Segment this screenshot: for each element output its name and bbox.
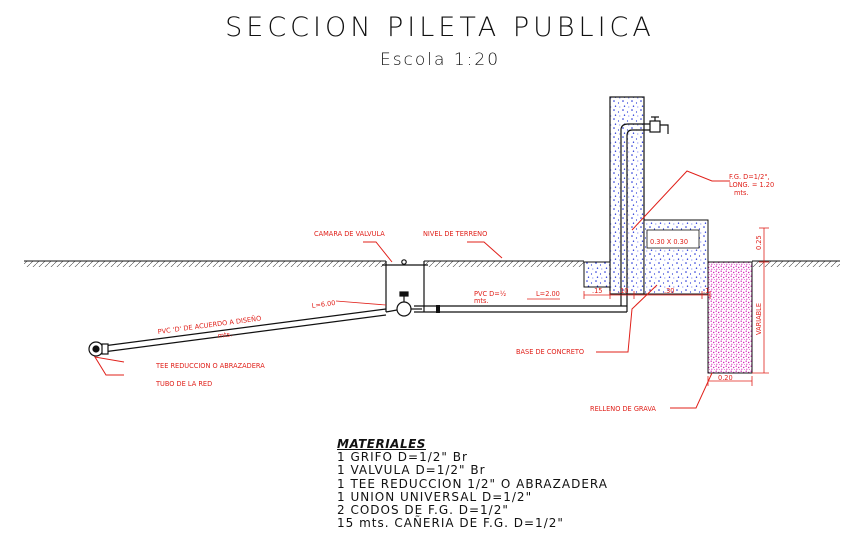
label-dim-15: .15: [592, 287, 603, 295]
label-pvc-d: PVC D=½: [474, 290, 506, 298]
label-l600: L=6.00: [311, 299, 336, 310]
faucet-icon: [649, 116, 669, 134]
tee-icon: [88, 341, 109, 357]
gravel-fill: [707, 261, 753, 374]
ground-level: [24, 260, 840, 267]
dimension-lines: [335, 227, 769, 386]
label-l200: L=2.00: [536, 290, 560, 298]
label-dim-1: .1: [703, 287, 709, 295]
label-relleno-grava: RELLENO DE GRAVA: [590, 405, 656, 413]
label-variable: VARIABLE: [755, 303, 763, 335]
pipe-network: [102, 123, 652, 353]
elbow-fitting: [436, 305, 440, 313]
label-dim-30: .30: [664, 287, 675, 295]
material-item: 1 GRIFO D=1/2" Br: [337, 450, 468, 465]
label-fg-2: LONG. = 1.20: [729, 181, 774, 189]
label-tee: TEE REDUCCION O ABRAZADERA: [155, 362, 265, 370]
drawing-scale: Escola 1:20: [380, 50, 500, 70]
label-fg-1: F.G. D=1/2",: [729, 173, 769, 181]
label-camara-valvula: CAMARA DE VALVULA: [314, 230, 385, 238]
material-item: 1 TEE REDUCCION 1/2" O ABRAZADERA: [337, 476, 608, 491]
label-base-concreto: BASE DE CONCRETO: [516, 348, 584, 356]
material-item: 1 VALVULA D=1/2" Br: [337, 463, 486, 478]
label-dim-10: .10: [618, 287, 629, 295]
material-item: 15 mts. CAÑERIA DE F.G. D=1/2": [337, 516, 564, 531]
label-tubo: TUBO DE LA RED: [155, 380, 212, 388]
label-dim-025: 0.25: [755, 235, 763, 250]
material-item: 2 CODOS DE F.G. D=1/2": [337, 503, 509, 518]
label-dim-030: 0.30 X 0.30: [650, 238, 688, 246]
drawing-title: SECCION PILETA PUBLICA: [225, 12, 655, 43]
materials-list: MATERIALES 1 GRIFO D=1/2" Br 1 VALVULA D…: [337, 437, 608, 531]
label-pvc-diseno-sub: mts.: [217, 330, 232, 340]
leader-lines: [93, 170, 730, 409]
label-pvc-d-sub: mts.: [474, 297, 489, 305]
concrete-pillar: [583, 96, 645, 295]
label-dim-020: 0.20: [718, 374, 733, 382]
label-fg-3: mts.: [734, 189, 749, 197]
valve-icon: [385, 291, 422, 317]
label-nivel-terreno: NIVEL DE TERRENO: [423, 230, 487, 238]
material-item: 1 UNION UNIVERSAL D=1/2": [337, 489, 533, 504]
valve-chamber: [382, 259, 428, 312]
materials-heading: MATERIALES: [337, 437, 426, 451]
